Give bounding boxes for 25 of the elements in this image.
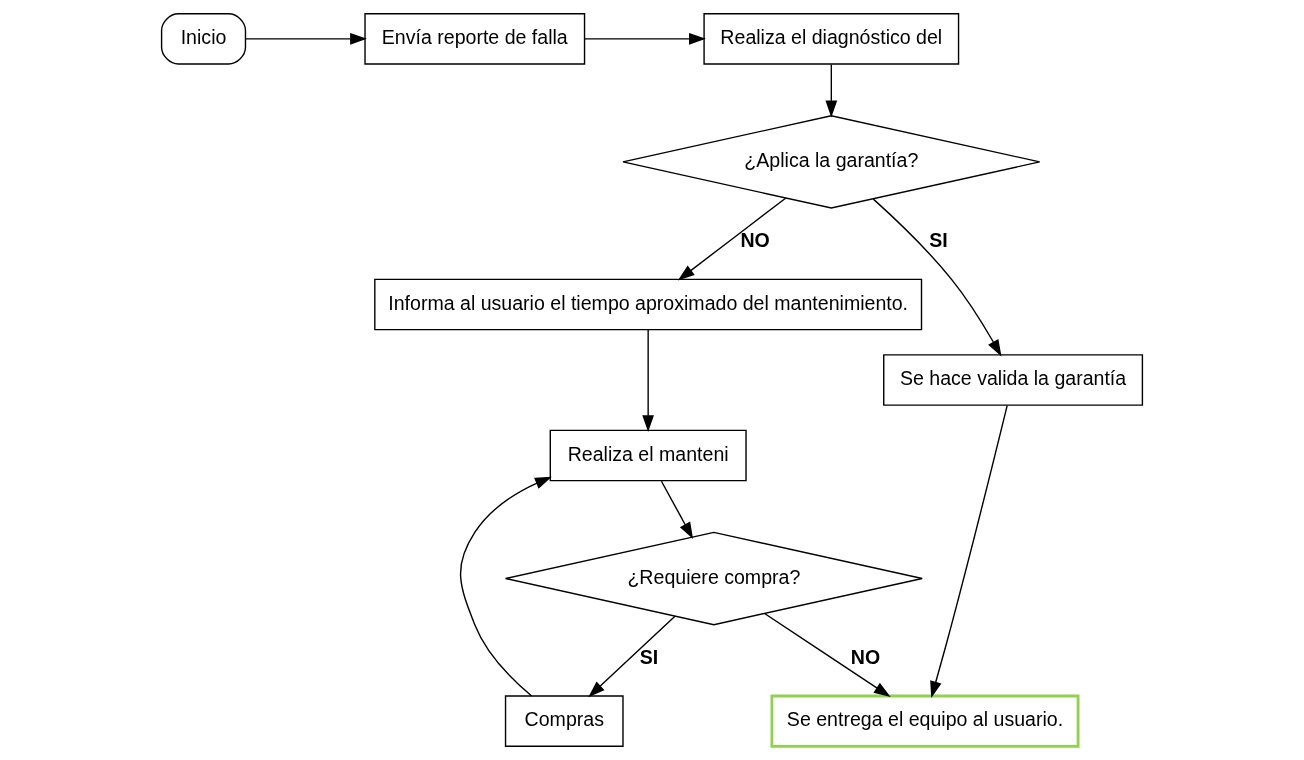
node-box: Envía reporte de falla xyxy=(364,13,586,65)
node-box: Se hace valida la garantía xyxy=(883,354,1144,406)
node-box: Realiza el diagnóstico del xyxy=(703,13,960,65)
arrow xyxy=(588,615,676,698)
edge-label: SI xyxy=(639,646,659,669)
node-box: Inicio xyxy=(160,13,247,65)
node-diamond: ¿Requiere compra? xyxy=(504,531,923,626)
arrow xyxy=(245,32,367,45)
edge-label: SI xyxy=(929,229,948,252)
arrow xyxy=(930,404,1008,698)
arrow xyxy=(872,198,1002,357)
node-box: Compras xyxy=(504,695,624,748)
node-box: Informa al usuario el tiempo aproximado del mantenimiento. xyxy=(374,278,923,331)
node-box: Realiza el manteni xyxy=(549,429,747,482)
edge-label: NO xyxy=(740,229,770,252)
node-diamond: ¿Aplica la garantía? xyxy=(622,115,1041,209)
arrow xyxy=(825,63,838,118)
arrow xyxy=(584,32,706,45)
node-box: Se entrega el equipo al usuario. xyxy=(770,694,1080,748)
edge-label: NO xyxy=(850,646,881,669)
arrow xyxy=(642,329,655,432)
arrow xyxy=(660,480,694,540)
arrow xyxy=(677,197,787,281)
arrow xyxy=(459,476,552,697)
arrow xyxy=(764,613,891,698)
